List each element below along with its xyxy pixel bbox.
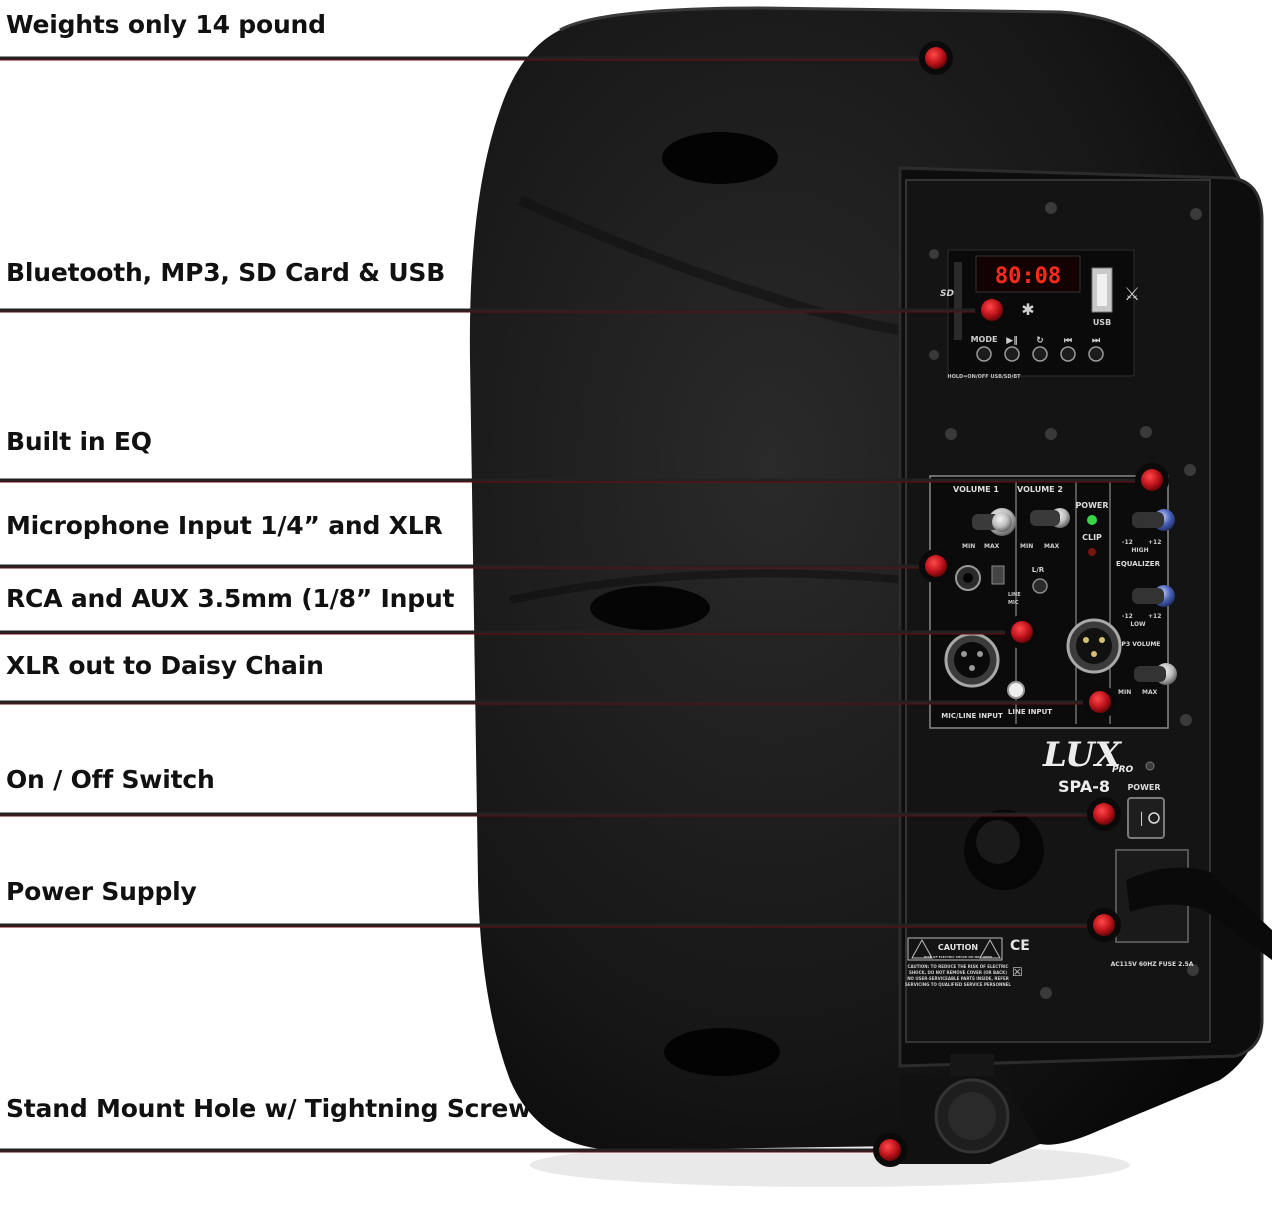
rear-panel: 80:08 SD USB ⚔ ✱ MODE HOLD=ON/OFF USB/SD… xyxy=(905,179,1272,1043)
svg-text:LINE: LINE xyxy=(1008,592,1021,598)
line-input-label: LINE INPUT xyxy=(1008,708,1052,716)
power-indicator xyxy=(1145,761,1155,771)
mp3-volume-label: MP3 VOLUME xyxy=(1116,641,1161,648)
mp3-buttons xyxy=(976,346,1104,362)
callout-label: XLR out to Daisy Chain xyxy=(6,651,324,680)
svg-text:⏭: ⏭ xyxy=(1092,336,1101,346)
svg-text:MIN: MIN xyxy=(1020,543,1033,550)
svg-text:-12: -12 xyxy=(1122,613,1133,620)
callout-marker xyxy=(879,1139,901,1161)
svg-text:MIN: MIN xyxy=(1118,689,1131,696)
svg-text:-12: -12 xyxy=(1122,539,1133,546)
warning-line-2: SHOCK, DO NOT REMOVE COVER (OR BACK) xyxy=(909,970,1007,975)
power-switch-label: POWER xyxy=(1127,783,1160,792)
callout-label: Stand Mount Hole w/ Tightning Screw xyxy=(6,1094,532,1123)
handle-hole-bottom xyxy=(664,1028,780,1076)
equalizer-label: EQUALIZER xyxy=(1116,560,1161,568)
svg-text:+12: +12 xyxy=(1148,613,1161,620)
callout-marker xyxy=(1089,691,1111,713)
svg-text:MAX: MAX xyxy=(984,543,1000,550)
weee-icon: ☒ xyxy=(1012,965,1023,979)
sd-label: SD xyxy=(940,289,954,299)
callout-label: Weights only 14 pound xyxy=(6,10,326,39)
svg-text:MIN: MIN xyxy=(962,543,975,550)
callout-marker xyxy=(1141,469,1163,491)
mic-line-input-label: MIC/LINE INPUT xyxy=(941,712,1003,720)
lcd-display: 80:08 xyxy=(995,264,1061,289)
callout-label: Power Supply xyxy=(6,877,197,906)
callout-marker xyxy=(925,47,947,69)
eq-high-label: HIGH xyxy=(1131,547,1148,554)
sd-card-slot xyxy=(954,262,962,340)
handle-hole-top xyxy=(662,132,778,184)
warning-line-3: NO USER-SERVICEABLE PARTS INSIDE, REFER xyxy=(907,976,1009,981)
power-switch xyxy=(1127,797,1165,839)
repeat-button xyxy=(1032,346,1048,362)
usb-label: USB xyxy=(1093,318,1111,327)
callout-label: Bluetooth, MP3, SD Card & USB xyxy=(6,258,446,287)
caution-sub: RISK OF ELECTRIC SHOCK DO NOT OPEN xyxy=(924,955,992,959)
power-led-label: POWER xyxy=(1075,501,1108,510)
svg-text:⏮: ⏮ xyxy=(1064,336,1072,346)
rca-jack-white xyxy=(1007,681,1025,699)
eq-low-label: LOW xyxy=(1130,621,1146,628)
callout-label: On / Off Switch xyxy=(6,765,215,794)
svg-text:+12: +12 xyxy=(1148,539,1161,546)
volume1-label: VOLUME 1 xyxy=(953,485,999,494)
svg-text:MAX: MAX xyxy=(1142,689,1158,696)
brand-sub-logo: PRO xyxy=(1112,765,1134,775)
callout-marker xyxy=(1093,914,1115,936)
warning-line-4: SERVICING TO QUALIFIED SERVICE PERSONNEL xyxy=(905,982,1011,987)
callout-marker xyxy=(981,299,1003,321)
svg-text:▶‖: ▶‖ xyxy=(1006,336,1017,346)
lr-label: L/R xyxy=(1032,566,1045,574)
play-pause-button xyxy=(1004,346,1020,362)
svg-text:│: │ xyxy=(1138,811,1145,826)
callout-marker xyxy=(925,555,947,577)
fuse-label: AC115V 60HZ FUSE 2.5A xyxy=(1111,961,1194,968)
callout-marker xyxy=(1093,803,1115,825)
next-button xyxy=(1088,346,1104,362)
usb-icon: ⚔ xyxy=(1124,284,1140,305)
callout-label: Microphone Input 1/4” and XLR xyxy=(6,511,443,540)
callout-lines xyxy=(0,41,1169,1167)
svg-text:MIC: MIC xyxy=(1008,600,1019,606)
clip-led xyxy=(1088,548,1096,556)
model-label: SPA-8 xyxy=(1058,777,1110,796)
power-led xyxy=(1087,515,1097,525)
ce-mark: CE xyxy=(1010,938,1030,954)
previous-button xyxy=(1060,346,1076,362)
svg-text:MAX: MAX xyxy=(1044,543,1060,550)
mode-label: MODE xyxy=(971,335,998,344)
callout-label: RCA and AUX 3.5mm (1/8” Input xyxy=(6,584,455,613)
brand-logo: LUX xyxy=(1042,735,1123,775)
clip-led-label: CLIP xyxy=(1082,533,1102,542)
stand-mount xyxy=(900,1054,1040,1164)
bluetooth-icon: ✱ xyxy=(1021,300,1034,319)
aux-jack xyxy=(1032,578,1048,594)
svg-text:↻: ↻ xyxy=(1036,336,1044,346)
mode-button xyxy=(976,346,992,362)
handle-hole-middle xyxy=(590,586,710,630)
callout-marker xyxy=(1011,621,1033,643)
warning-line-1: CAUTION: TO REDUCE THE RISK OF ELECTRIC xyxy=(908,964,1009,969)
mode-sub-label: HOLD=ON/OFF USB/SD/BT xyxy=(947,374,1021,380)
callout-label: Built in EQ xyxy=(6,427,152,456)
volume2-label: VOLUME 2 xyxy=(1017,485,1063,494)
mic-line-switch xyxy=(991,565,1005,585)
caution-title: CAUTION xyxy=(938,943,978,952)
